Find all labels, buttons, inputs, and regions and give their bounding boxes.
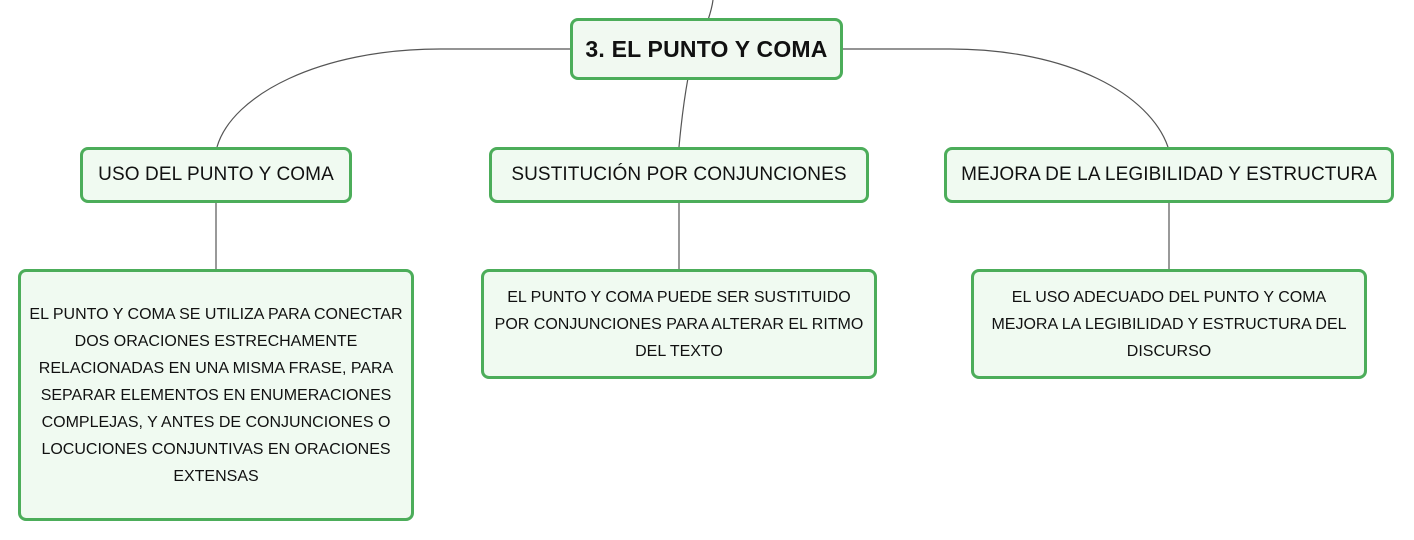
- detail-node-uso[interactable]: EL PUNTO Y COMA SE UTILIZA PARA CONECTAR…: [18, 269, 414, 521]
- topic-node-uso[interactable]: USO DEL PUNTO Y COMA: [80, 147, 352, 203]
- connector-root-to-sustitucion: [678, 77, 689, 148]
- detail-node-mejora-text: EL USO ADECUADO DEL PUNTO Y COMA MEJORA …: [991, 288, 1347, 360]
- detail-node-mejora[interactable]: EL USO ADECUADO DEL PUNTO Y COMA MEJORA …: [971, 269, 1367, 379]
- topic-node-sustitucion[interactable]: SUSTITUCIÓN POR CONJUNCIONES: [489, 147, 869, 203]
- detail-node-uso-text: EL PUNTO Y COMA SE UTILIZA PARA CONECTAR…: [29, 305, 403, 485]
- topic-node-mejora-label: MEJORA DE LA LEGIBILIDAD Y ESTRUCTURA: [961, 164, 1377, 185]
- detail-node-sustitucion[interactable]: EL PUNTO Y COMA PUEDE SER SUSTITUIDO POR…: [481, 269, 877, 379]
- connector-incoming-root: [707, 0, 714, 21]
- root-node[interactable]: 3. EL PUNTO Y COMA: [570, 18, 843, 80]
- connector-root-to-uso: [216, 48, 572, 148]
- topic-node-sustitucion-label: SUSTITUCIÓN POR CONJUNCIONES: [511, 164, 847, 185]
- connector-root-to-mejora: [842, 48, 1169, 148]
- topic-node-uso-label: USO DEL PUNTO Y COMA: [98, 164, 334, 185]
- root-node-label: 3. EL PUNTO Y COMA: [585, 35, 828, 62]
- topic-node-mejora[interactable]: MEJORA DE LA LEGIBILIDAD Y ESTRUCTURA: [944, 147, 1394, 203]
- detail-node-sustitucion-text: EL PUNTO Y COMA PUEDE SER SUSTITUIDO POR…: [494, 288, 864, 360]
